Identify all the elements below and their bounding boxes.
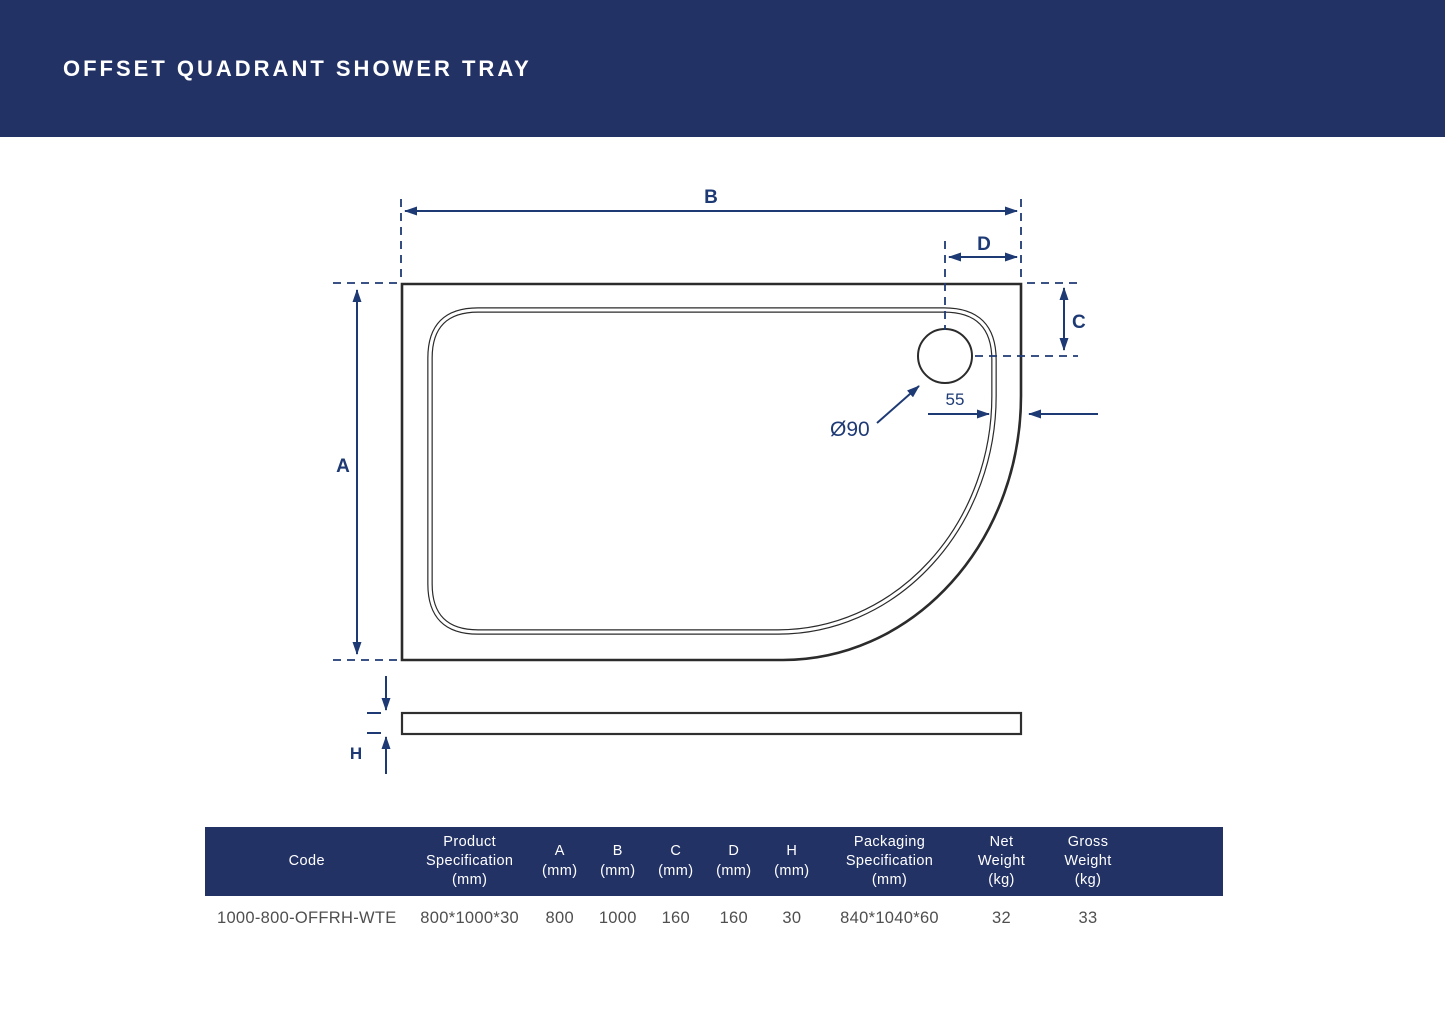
dim-label-h: H [350, 744, 362, 763]
cell-product-spec: 800*1000*30 [420, 908, 520, 927]
spec-table-data-row: 1000-800-OFFRH-WTE 800*1000*30 800 1000 160 1… [205, 896, 1223, 941]
cell-h: 30 [782, 908, 802, 927]
cell-c: 160 [661, 908, 690, 927]
extension-lines [333, 199, 1078, 661]
dim-label-d: D [977, 234, 991, 255]
dim-label-a: A [336, 456, 350, 477]
column-header-c: C(mm) [658, 843, 694, 879]
cell-d: 160 [719, 908, 749, 927]
title-bar: OFFSET QUADRANT SHOWER TRAY [0, 0, 1445, 137]
column-header-h: H(mm) [774, 843, 810, 879]
column-header-d: D(mm) [716, 843, 752, 879]
tray-inner-rim-inner [428, 308, 996, 634]
column-header-code: Code [288, 852, 325, 869]
tray-outline [400, 282, 1023, 662]
dim-label-c: C [1072, 312, 1086, 333]
dimension-lines [352, 206, 1098, 774]
cell-code: 1000-800-OFFRH-WTE [216, 908, 397, 927]
drain-diameter-label: Ø90 [830, 418, 870, 441]
dim-label-b: B [704, 187, 718, 208]
drain-circle [917, 328, 973, 384]
page-title: OFFSET QUADRANT SHOWER TRAY [63, 55, 532, 81]
dimension-labels: B D C A H Ø90 55 [336, 187, 1086, 763]
drain-offset-label: 55 [946, 390, 965, 409]
column-header-a: A(mm) [542, 843, 578, 879]
cell-packaging-spec: 840*1040*60 [840, 908, 939, 927]
technical-drawing: B D C A H Ø90 55 [333, 187, 1098, 774]
cell-net-weight: 32 [992, 908, 1011, 927]
cell-b: 1000 [598, 908, 637, 927]
tray-side-profile [400, 711, 1023, 736]
column-header-b: B(mm) [600, 843, 636, 879]
cell-a: 800 [545, 908, 574, 927]
cell-gross-weight: 33 [1078, 908, 1098, 927]
